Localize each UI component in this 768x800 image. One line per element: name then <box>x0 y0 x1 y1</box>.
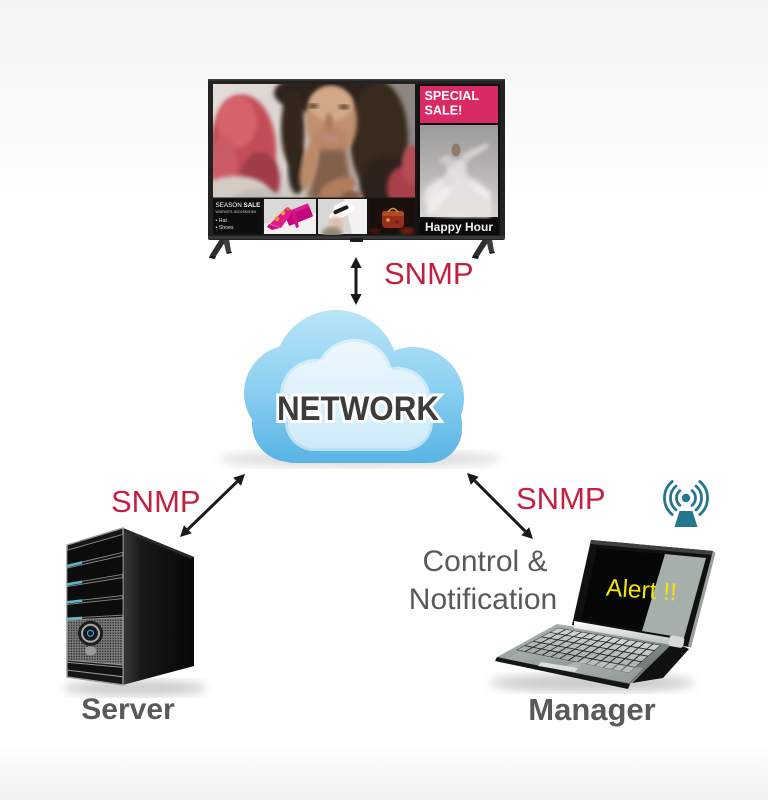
svg-text:SPECIAL: SPECIAL <box>425 89 480 103</box>
svg-text:Control &: Control & <box>422 545 547 578</box>
svg-text:Manager: Manager <box>528 692 655 727</box>
svg-text:SALE!: SALE! <box>425 104 463 118</box>
svg-text:Notification: Notification <box>409 583 557 616</box>
svg-text:NETWORK: NETWORK <box>277 390 439 428</box>
svg-text:SNMP: SNMP <box>111 484 201 519</box>
svg-text:• Hat: • Hat <box>216 218 228 224</box>
svg-text:Alert !!: Alert !! <box>605 575 678 607</box>
svg-text:Happy Hour: Happy Hour <box>425 220 493 234</box>
svg-text:SNMP: SNMP <box>384 256 474 291</box>
svg-text:women’s accessories: women’s accessories <box>216 209 257 214</box>
svg-text:• Shoes: • Shoes <box>216 225 234 231</box>
svg-text:SNMP: SNMP <box>516 481 606 516</box>
svg-text:Server: Server <box>81 693 175 726</box>
svg-text:SEASON SALE: SEASON SALE <box>216 202 261 209</box>
